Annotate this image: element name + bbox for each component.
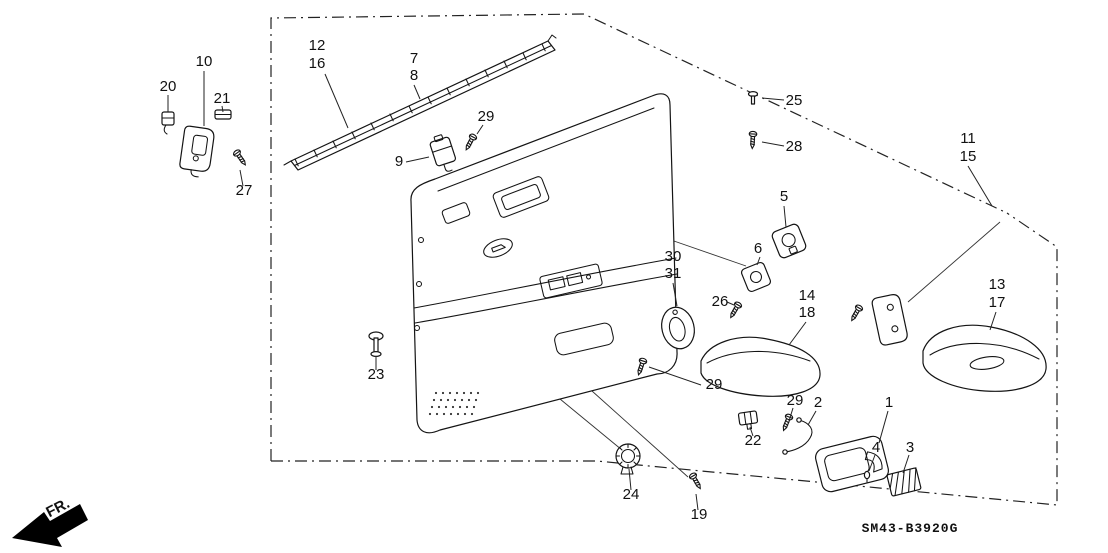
diagram-code: SM43-B3920G xyxy=(862,521,959,536)
part-4-fastener xyxy=(863,470,871,483)
grommet-24 xyxy=(615,443,641,475)
speaker-perforation xyxy=(428,391,480,416)
part-label-22: 22 xyxy=(745,432,762,449)
part-label-1: 1 xyxy=(885,394,893,411)
part-label-13: 13 xyxy=(989,276,1006,293)
part-label-2: 2 xyxy=(814,394,822,411)
part-labels: 12 16 7 8 10 20 21 27 9 29 25 28 11 15 5… xyxy=(160,37,1006,523)
armrest-13-17 xyxy=(922,324,1047,392)
grille-3 xyxy=(886,467,922,497)
part-label-16: 16 xyxy=(309,55,326,72)
part-label-12: 12 xyxy=(309,37,326,54)
screw-19 xyxy=(687,471,705,492)
part-label-21: 21 xyxy=(214,90,231,107)
rod-2 xyxy=(782,417,813,455)
part-label-19: 19 xyxy=(691,506,708,523)
part-label-3: 3 xyxy=(906,439,914,456)
part-label-29-c: 29 xyxy=(787,392,804,409)
screw-28 xyxy=(747,130,758,150)
part-label-31: 31 xyxy=(665,265,682,282)
door-pocket xyxy=(554,322,614,356)
part-label-15: 15 xyxy=(960,148,977,165)
assembly-boundary xyxy=(270,13,1058,506)
part-label-10: 10 xyxy=(196,53,213,70)
bracket-10 xyxy=(179,125,215,178)
part-label-30: 30 xyxy=(665,248,682,265)
front-direction-indicator: FR. xyxy=(12,495,88,547)
bezel-5 xyxy=(771,223,807,259)
part-label-8: 8 xyxy=(410,67,418,84)
pull-pocket-recess xyxy=(492,176,550,218)
door-trim-panel xyxy=(410,93,678,434)
part-label-29-a: 29 xyxy=(478,108,495,125)
clip-22 xyxy=(737,410,759,430)
part-label-18: 18 xyxy=(799,304,816,321)
clip-9 xyxy=(429,134,457,172)
part-label-24: 24 xyxy=(623,486,640,503)
construction-lines xyxy=(559,221,1001,478)
part-label-9: 9 xyxy=(395,153,403,170)
front-arrow-icon xyxy=(12,504,88,547)
part-label-11: 11 xyxy=(960,130,976,147)
part-label-17: 17 xyxy=(989,294,1006,311)
bezel-6 xyxy=(740,261,772,293)
part-label-5: 5 xyxy=(780,188,788,205)
part-label-28: 28 xyxy=(786,138,803,155)
part-label-6: 6 xyxy=(754,240,762,257)
part-label-25: 25 xyxy=(786,92,803,109)
screw-29-low xyxy=(779,412,795,433)
clip-25 xyxy=(747,90,759,105)
part-label-20: 20 xyxy=(160,78,177,95)
door-handle-recess xyxy=(483,238,513,258)
part-label-26: 26 xyxy=(712,293,729,310)
bezel-30-31 xyxy=(661,306,695,350)
armrest-14-18 xyxy=(700,336,821,397)
screw-27 xyxy=(231,148,249,168)
part-label-27: 27 xyxy=(236,182,253,199)
leader-lines xyxy=(167,71,997,511)
switch-panel xyxy=(539,263,603,299)
screw-armrest xyxy=(847,303,865,324)
part-label-23: 23 xyxy=(368,366,385,383)
part-label-7: 7 xyxy=(410,50,418,67)
part-label-14: 14 xyxy=(799,287,816,304)
clip-23 xyxy=(368,331,384,358)
clip-20 xyxy=(161,111,175,135)
part-label-4: 4 xyxy=(872,439,880,456)
vent-recess xyxy=(441,202,471,224)
part-label-29-b: 29 xyxy=(706,376,723,393)
weatherstrip-molding xyxy=(283,34,557,171)
armrest-bracket xyxy=(871,294,908,346)
inner-handle-case-1 xyxy=(814,435,890,493)
screw-29-top xyxy=(462,132,479,153)
